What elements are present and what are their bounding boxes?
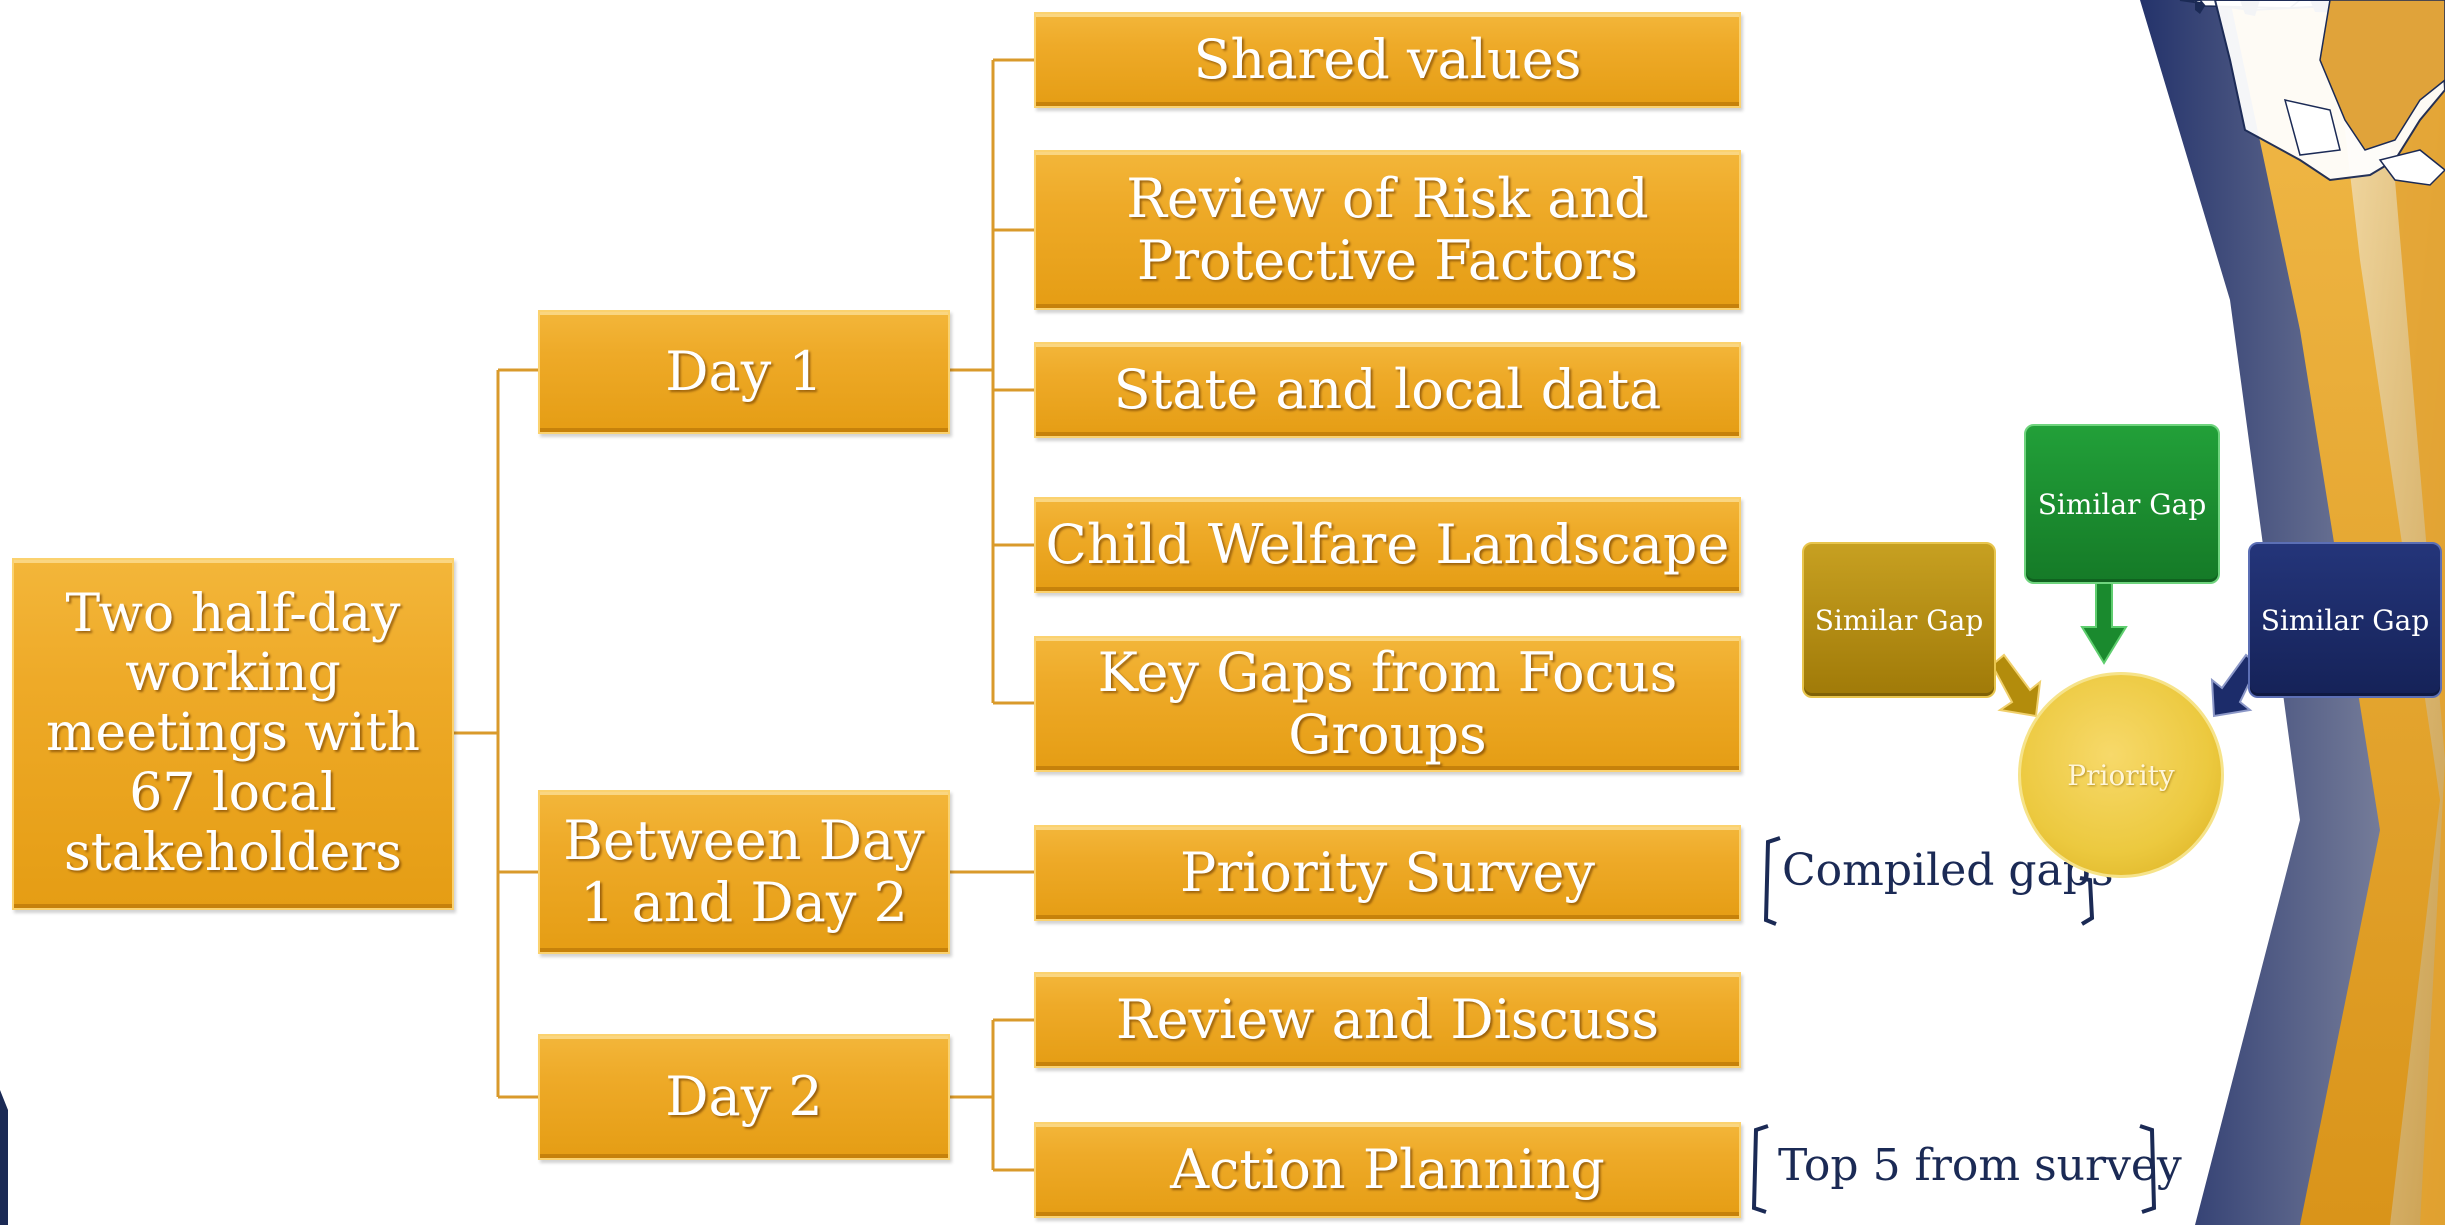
- topic-review-discuss-label: Review and Discuss: [1115, 987, 1660, 1051]
- bracket-right-top5: [2139, 1124, 2157, 1214]
- topic-shared-values: Shared values: [1034, 12, 1741, 108]
- topic-action-planning-label: Action Planning: [1170, 1137, 1605, 1201]
- topic-review-discuss: Review and Discuss: [1034, 972, 1741, 1068]
- topic-state-local-data-label: State and local data: [1113, 357, 1662, 421]
- topic-child-welfare-label: Child Welfare Landscape: [1045, 512, 1730, 576]
- stage-day2: Day 2: [538, 1034, 950, 1160]
- green-arrow-icon: [2080, 582, 2128, 665]
- topic-state-local-data: State and local data: [1034, 342, 1741, 438]
- gold-arrow-icon: [1990, 653, 2042, 718]
- topic-risk-factors-label: Review of Risk and Protective Factors: [1126, 166, 1649, 292]
- topic-key-gaps: Key Gaps from Focus Groups: [1034, 636, 1741, 772]
- stage-between-label: Between Day 1 and Day 2: [563, 808, 925, 934]
- topic-priority-survey-label: Priority Survey: [1180, 840, 1595, 904]
- root-node: Two half-day working meetings with 67 lo…: [12, 558, 454, 910]
- topic-key-gaps-label: Key Gaps from Focus Groups: [1097, 640, 1678, 766]
- stage-day2-label: Day 2: [665, 1064, 823, 1128]
- bracket-right-compiled: [2079, 876, 2095, 926]
- stage-between: Between Day 1 and Day 2: [538, 790, 950, 954]
- priority-circle-label: Priority: [2067, 758, 2175, 792]
- priority-circle: Priority: [2018, 672, 2224, 878]
- gap-box-gold: Similar Gap: [1802, 542, 1996, 698]
- topic-child-welfare: Child Welfare Landscape: [1034, 497, 1741, 593]
- accent-stripe: [2370, 0, 2445, 1225]
- topic-risk-factors: Review of Risk and Protective Factors: [1034, 150, 1741, 310]
- bracket-left-top5: [1751, 1124, 1769, 1214]
- gap-box-gold-label: Similar Gap: [1814, 603, 1984, 637]
- navy-arrow-icon: [2210, 653, 2260, 718]
- gap-box-green-label: Similar Gap: [2037, 487, 2207, 521]
- stage-day1: Day 1: [538, 310, 950, 434]
- topic-shared-values-label: Shared values: [1193, 27, 1582, 91]
- topic-action-planning: Action Planning: [1034, 1122, 1741, 1218]
- gap-box-green: Similar Gap: [2024, 424, 2220, 584]
- note-top5-survey: Top 5 from survey: [1778, 1140, 2182, 1191]
- root-label: Two half-day working meetings with 67 lo…: [46, 583, 420, 883]
- stage-day1-label: Day 1: [665, 339, 823, 403]
- corner-accent: [0, 1090, 8, 1225]
- gap-arrows: [1990, 582, 2260, 718]
- map-outline-icon: [2179, 0, 2445, 186]
- bracket-left-compiled: [1763, 836, 1781, 926]
- topic-priority-survey: Priority Survey: [1034, 825, 1741, 921]
- gap-box-navy-label: Similar Gap: [2260, 603, 2430, 637]
- gap-box-navy: Similar Gap: [2248, 542, 2442, 698]
